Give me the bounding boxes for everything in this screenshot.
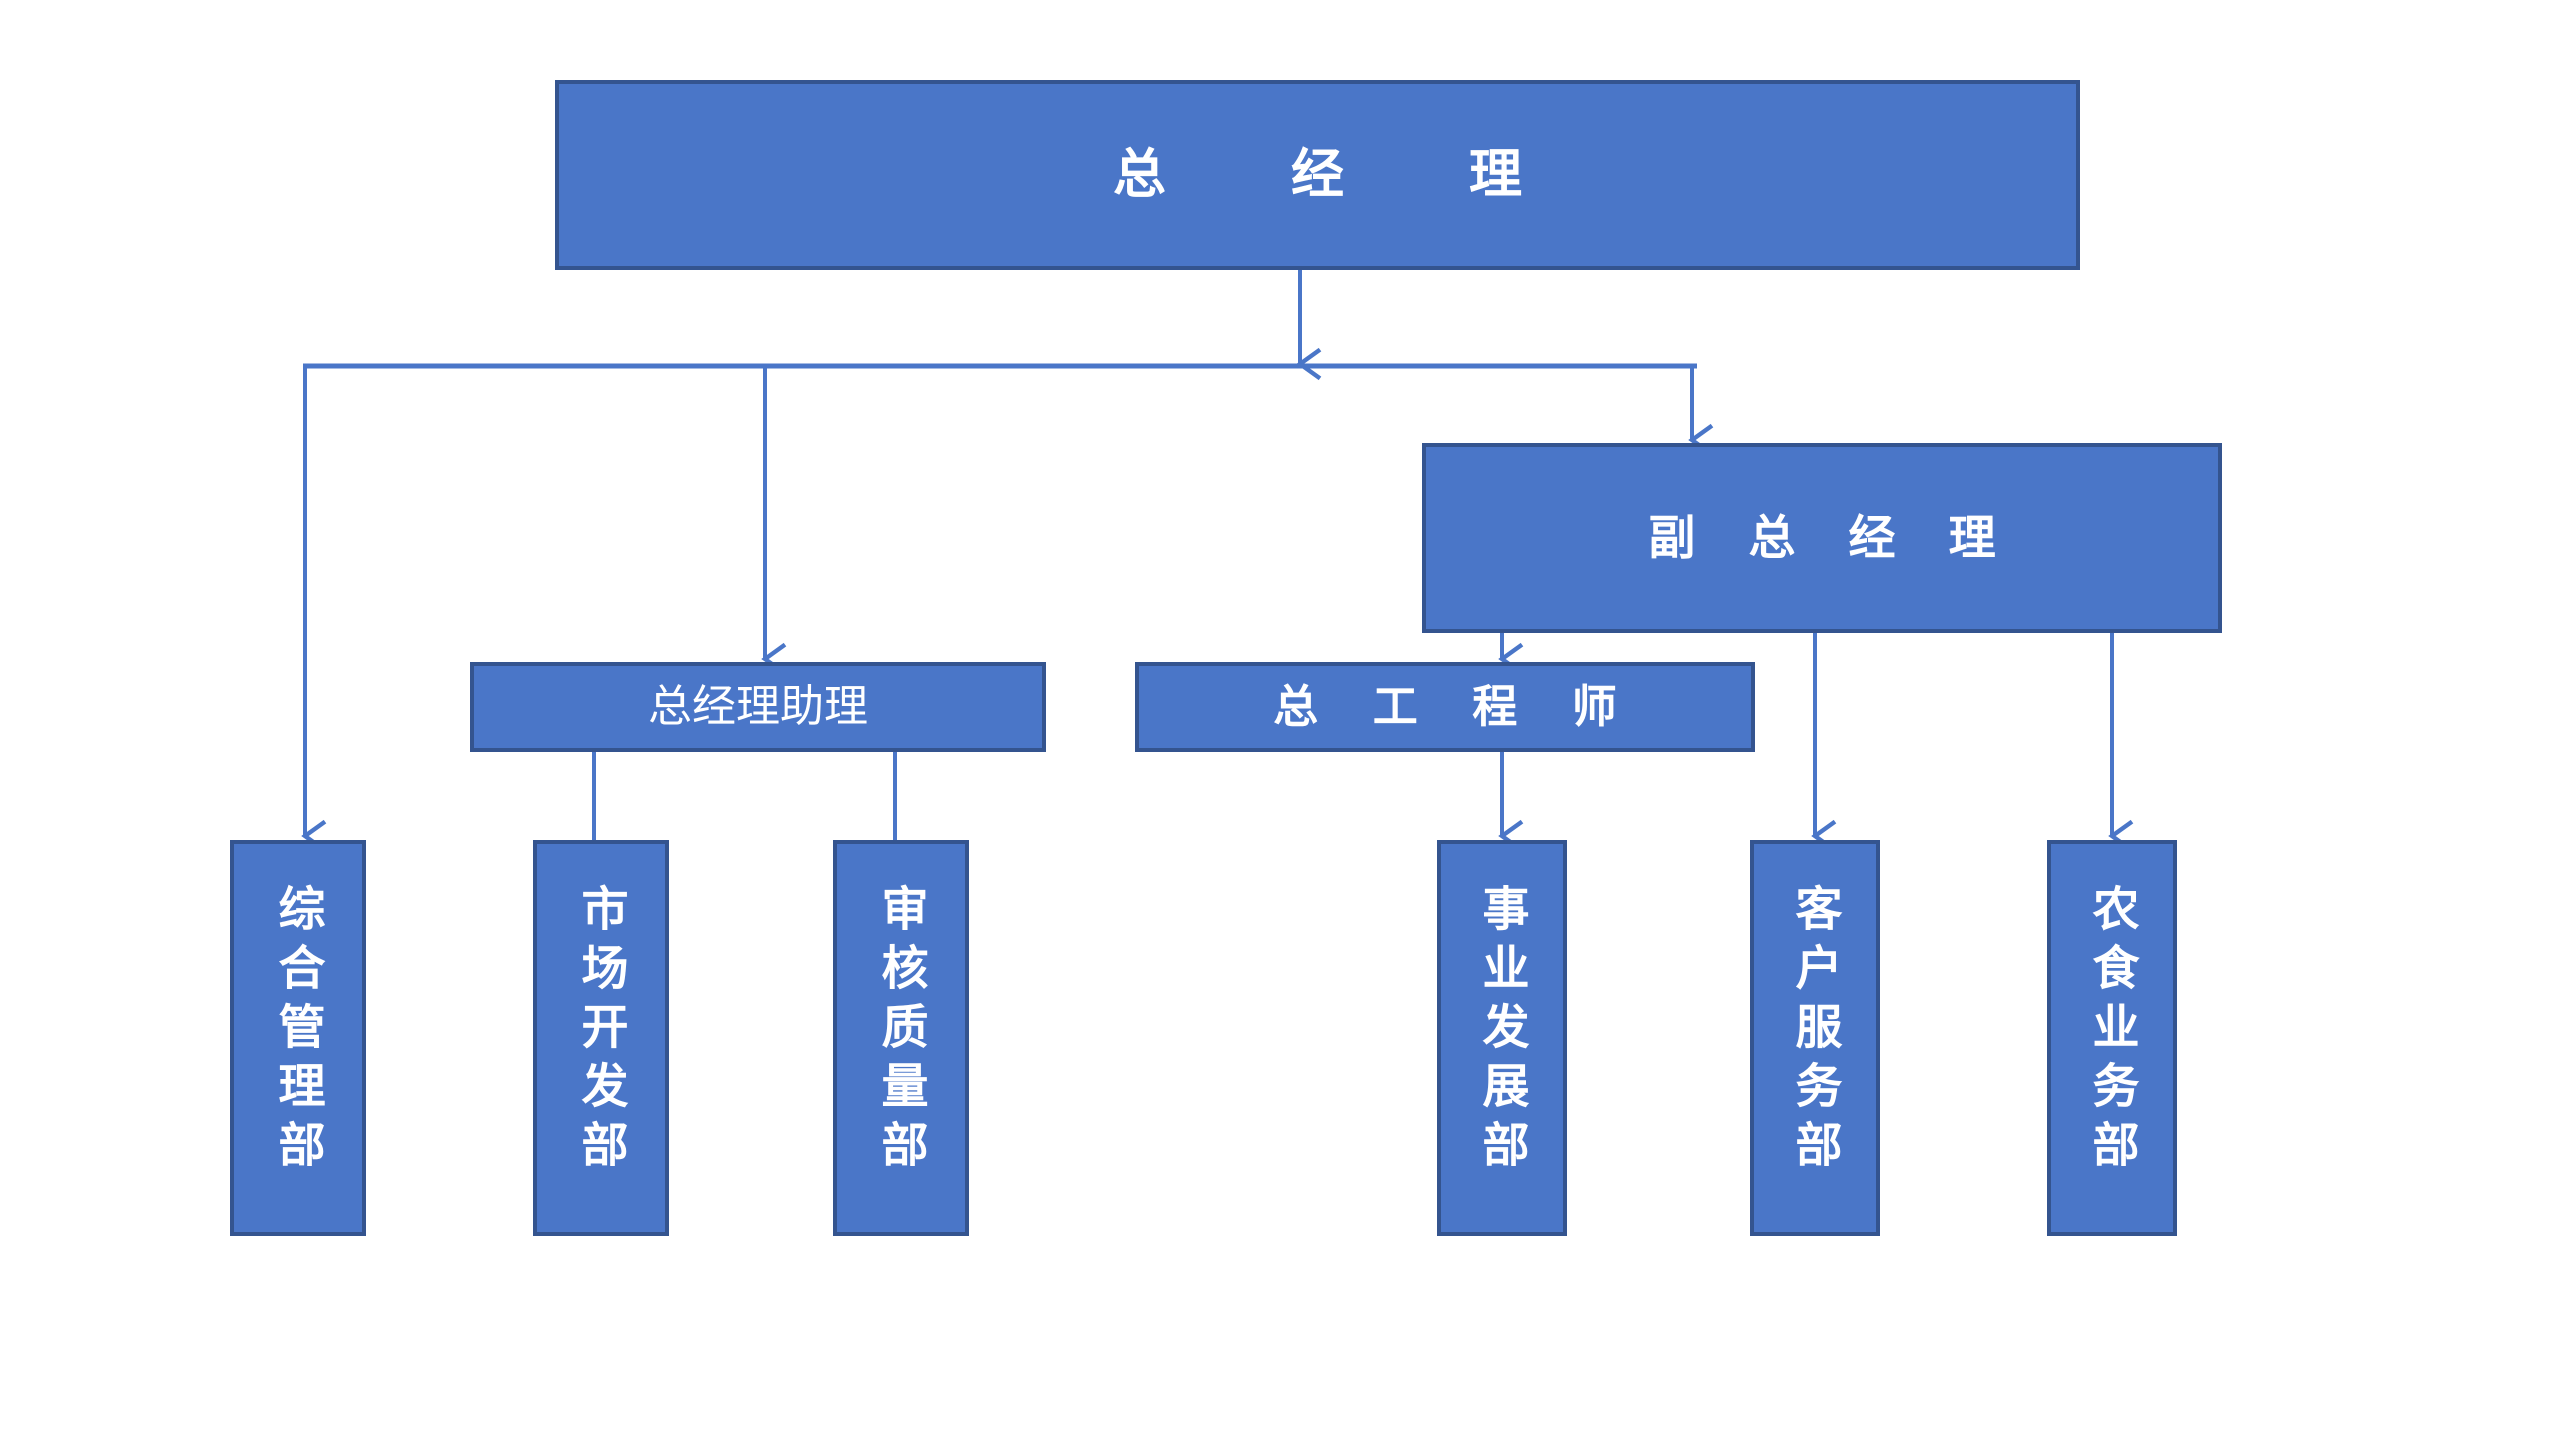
node-dept-agri-food-business[interactable]: 农食业务部 (2047, 840, 2177, 1236)
node-general-manager[interactable]: 总 经 理 (555, 80, 2080, 270)
node-general-manager-label: 总 经 理 (1113, 144, 1558, 204)
node-dept-audit-quality[interactable]: 审核质量部 (833, 840, 969, 1236)
node-chief-engineer-label: 总 工 程 师 (1273, 681, 1638, 733)
node-dept-customer-service[interactable]: 客户服务部 (1750, 840, 1880, 1236)
node-general-manager-assistant[interactable]: 总经理助理 (470, 662, 1046, 752)
node-dept-market-development-label: 市场开发部 (574, 884, 628, 1179)
node-dept-comprehensive-management[interactable]: 综合管理部 (230, 840, 366, 1236)
node-chief-engineer[interactable]: 总 工 程 师 (1135, 662, 1755, 752)
node-dept-business-development-label: 事业发展部 (1475, 884, 1529, 1179)
node-dept-audit-quality-label: 审核质量部 (874, 884, 928, 1179)
node-dept-customer-service-label: 客户服务部 (1788, 884, 1842, 1179)
node-deputy-general-manager-label: 副 总 经 理 (1648, 511, 2016, 565)
node-deputy-general-manager[interactable]: 副 总 经 理 (1422, 443, 2222, 633)
node-general-manager-assistant-label: 总经理助理 (648, 682, 868, 732)
node-dept-market-development[interactable]: 市场开发部 (533, 840, 669, 1236)
node-dept-comprehensive-management-label: 综合管理部 (271, 884, 325, 1179)
node-dept-business-development[interactable]: 事业发展部 (1437, 840, 1567, 1236)
node-dept-agri-food-business-label: 农食业务部 (2085, 884, 2139, 1179)
